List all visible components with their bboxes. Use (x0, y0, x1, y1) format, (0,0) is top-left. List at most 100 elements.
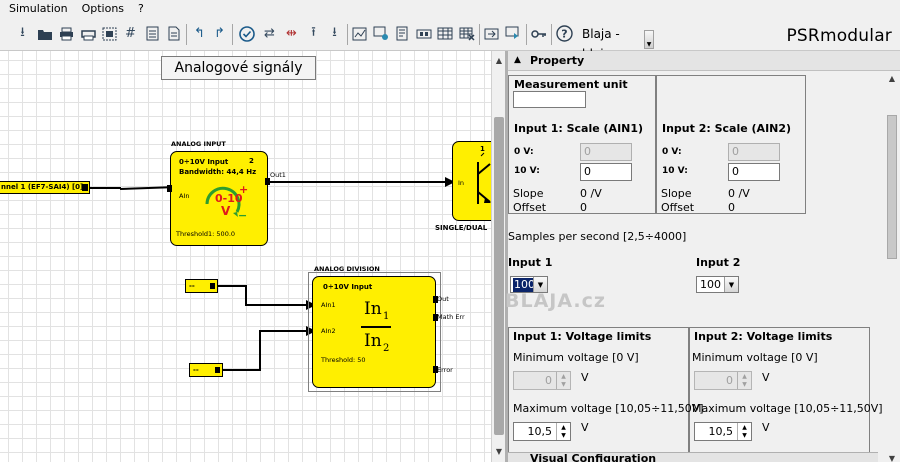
spin-down-icon[interactable]: ▼ (561, 380, 566, 388)
spin-up-icon[interactable]: ▲ (742, 372, 747, 380)
limits1-min-spinner[interactable]: 0 ▲ ▼ (513, 371, 571, 390)
chevron-down-icon[interactable]: ▼ (724, 277, 738, 292)
division-matherr-port[interactable] (433, 314, 438, 321)
scale2-0v-field[interactable]: 0 (728, 143, 780, 161)
wire (259, 330, 313, 332)
division-out-port[interactable] (433, 296, 438, 303)
spin-down-icon[interactable]: ▼ (742, 380, 747, 388)
canvas-scroll-thumb[interactable] (494, 117, 504, 435)
export-icon[interactable] (483, 25, 500, 42)
verify-icon[interactable] (238, 25, 255, 42)
limits1-min-value: 0 (545, 374, 552, 387)
import-icon[interactable] (504, 25, 521, 42)
limits2-min-unit: V (762, 371, 770, 384)
table-icon[interactable] (436, 25, 453, 42)
key-icon[interactable] (530, 25, 547, 42)
spin-down-icon[interactable]: ▼ (742, 431, 747, 439)
single-dual-block[interactable]: 1 In (452, 141, 491, 221)
open-folder-icon[interactable] (36, 25, 53, 42)
limits2-min-spinner[interactable]: 0 ▲ ▼ (694, 371, 752, 390)
scale2-10v-field[interactable]: 0 (728, 163, 780, 181)
input2-samples-select[interactable]: 100 ▼ (696, 276, 739, 293)
chevron-down-icon[interactable]: ▼ (533, 277, 547, 292)
numerator: In (364, 299, 382, 319)
disconnect-icon[interactable]: ⇹ (286, 26, 297, 41)
division-error-port[interactable] (433, 366, 438, 373)
checklist-icon[interactable] (144, 25, 161, 42)
report-icon[interactable] (393, 25, 410, 42)
input1-samples-select[interactable]: 100 ▼ (510, 276, 548, 293)
redo-icon[interactable]: ↱ (214, 26, 225, 41)
visual-config-section[interactable]: Visual Configuration (508, 452, 878, 462)
download-icon[interactable]: ⭳ (20, 24, 25, 40)
scroll-down-icon[interactable]: ▼ (495, 446, 503, 456)
chevron-down-icon[interactable]: ▼ (644, 30, 654, 49)
property-scrollbar[interactable]: ▲ ▼ (885, 71, 899, 462)
analog-division-block[interactable]: 0÷10V Input AIn1 AIn2 In 1 In 2 Threshol… (312, 276, 436, 388)
arrow-icon (445, 177, 455, 187)
toolbar-separator (347, 24, 348, 45)
connect-icon[interactable]: ⇄ (264, 26, 275, 41)
scale1-10v-field[interactable]: 0 (580, 163, 632, 181)
limits2-max-spinner[interactable]: 10,5 ▲ ▼ (694, 422, 752, 441)
analog-input-block[interactable]: 0÷10V Input 2 Bandwidth: 44,4 Hz 0-10 V … (170, 151, 268, 246)
print-icon[interactable] (58, 25, 75, 42)
print-preview-icon[interactable] (80, 25, 97, 42)
division-port-error: Error (437, 366, 453, 374)
channel-tag[interactable]: nnel 1 (EF7-SAI4) [0] (0, 181, 90, 194)
numerator-sub: 1 (383, 311, 390, 322)
analog-input-port-in: AIn (179, 192, 190, 200)
monitor-icon[interactable] (372, 25, 389, 42)
limits1-title: Input 1: Voltage limits (513, 330, 652, 343)
property-header[interactable]: ▲ Property (508, 51, 900, 71)
channel-tag-label: nnel 1 (EF7-SAI4) [0] (1, 183, 84, 191)
limits2-max-label: Maximum voltage [10,05÷11,50V] (692, 402, 883, 415)
limits-box-2 (689, 327, 870, 462)
menu-options[interactable]: Options (81, 2, 125, 15)
wire (90, 187, 120, 189)
scroll-up-icon[interactable]: ▲ (888, 73, 896, 83)
spin-down-icon[interactable]: ▼ (561, 431, 566, 439)
spin-up-icon[interactable]: ▲ (561, 423, 566, 431)
diagram-canvas[interactable]: Analogové signály nnel 1 (EF7-SAI4) [0] … (0, 51, 491, 462)
signal-connector-2[interactable]: -- (189, 363, 223, 377)
chevron-up-icon[interactable]: ▲ (514, 55, 521, 65)
analog-input-in-port[interactable] (167, 185, 172, 192)
limits1-max-spinner[interactable]: 10,5 ▲ ▼ (513, 422, 571, 441)
connector-label: -- (189, 282, 195, 290)
scale1-0v-field[interactable]: 0 (580, 143, 632, 161)
upload-icon[interactable]: ⭱ (311, 24, 316, 40)
scale-box-2 (656, 75, 806, 214)
undo-icon[interactable]: ↰ (194, 26, 205, 41)
splitter[interactable] (505, 51, 508, 462)
spin-up-icon[interactable]: ▲ (742, 423, 747, 431)
scroll-down-icon[interactable]: ▼ (888, 453, 896, 462)
property-panel: ▲ Property Measurement unit Input 1: Sca… (508, 51, 900, 462)
scroll-up-icon[interactable]: ▲ (495, 55, 503, 65)
analog-input-out-port[interactable] (265, 178, 270, 185)
user-selector[interactable]: Blaja - blaja (582, 27, 620, 61)
table-remove-icon[interactable] (458, 25, 475, 42)
grid-select-icon[interactable] (101, 25, 118, 42)
limits1-max-unit: V (581, 421, 589, 434)
signal-connector-1[interactable]: -- (185, 279, 218, 293)
help-icon[interactable]: ? (556, 25, 573, 42)
canvas-scrollbar[interactable]: ▲ ▼ (491, 51, 505, 462)
chart-icon[interactable] (351, 25, 368, 42)
scale1-10v-label: 10 V: (514, 166, 540, 176)
wire (222, 369, 260, 371)
watermark: BLAJA.cz (505, 290, 606, 312)
menu-simulation[interactable]: Simulation (9, 2, 68, 15)
document-icon[interactable] (165, 25, 182, 42)
menu-help[interactable]: ? (138, 2, 144, 15)
scale1-0v-label: 0 V: (514, 147, 534, 157)
measurement-unit-field[interactable] (513, 91, 586, 108)
analog-division-port-in1: AIn1 (321, 301, 336, 309)
spin-up-icon[interactable]: ▲ (561, 372, 566, 380)
property-scroll-thumb[interactable] (887, 115, 897, 259)
grid-icon[interactable]: # (125, 26, 136, 41)
wire (218, 285, 246, 287)
memory-icon[interactable] (415, 25, 432, 42)
analog-division-type: 0÷10V Input (323, 283, 373, 291)
download-device-icon[interactable]: ⭳ (332, 24, 337, 40)
